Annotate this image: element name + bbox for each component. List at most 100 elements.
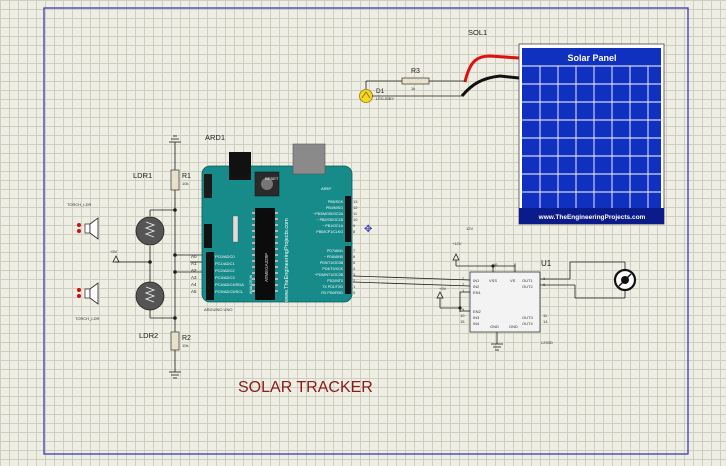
gnd2-label: GND bbox=[509, 324, 518, 329]
crystal bbox=[232, 215, 239, 243]
torch-top-head bbox=[89, 217, 99, 240]
solar-cells bbox=[522, 48, 661, 208]
arduino-model: ARDUINO UNO bbox=[204, 307, 232, 312]
adc0-name: PC0/ADC0 bbox=[215, 254, 235, 259]
d12-num: 12 bbox=[353, 205, 358, 210]
d7-num: 7 bbox=[353, 248, 356, 253]
led-ref: D1 bbox=[376, 88, 385, 95]
ldr2-ref: LDR2 bbox=[139, 331, 158, 340]
r3-value: 1k bbox=[411, 86, 415, 91]
ldr2-body bbox=[135, 281, 165, 311]
power-5v-left: +5V bbox=[110, 249, 120, 263]
schematic-title: SOLAR TRACKER bbox=[238, 379, 373, 396]
in1-label: IN1 bbox=[473, 278, 480, 283]
header-analog bbox=[206, 252, 214, 300]
led-d1[interactable]: D1 LED-BIBY bbox=[359, 88, 395, 103]
ldr1-body bbox=[135, 216, 165, 246]
plus5v-mid: +5V bbox=[439, 286, 447, 291]
adc2-name: PC2/ADC2 bbox=[215, 268, 235, 273]
in2-label: IN2 bbox=[473, 284, 480, 289]
arduino-reset-label: RESET bbox=[265, 176, 279, 181]
arduino-uno[interactable]: ARD1 RESET AREF bbox=[201, 133, 353, 312]
solar-panel[interactable]: SOL1 Solar Panel www.TheEngineeringProje… bbox=[460, 28, 665, 225]
r2-body bbox=[170, 331, 180, 351]
solar-label: Solar Panel bbox=[567, 53, 616, 63]
en2-num: 9 bbox=[462, 307, 465, 312]
sheet-border bbox=[43, 7, 689, 455]
d3-num: 3 bbox=[353, 272, 356, 277]
adc4-name: PC4/ADC4/SDA bbox=[215, 282, 244, 287]
arduino-ref: ARD1 bbox=[205, 133, 225, 142]
atmega-pins bbox=[252, 212, 278, 292]
vs-num: 8 bbox=[514, 262, 517, 267]
d5-name: PD5/T1/OC0B bbox=[320, 261, 344, 265]
a0-pin: A0 bbox=[191, 254, 197, 259]
junction-dots bbox=[148, 208, 177, 320]
resistor-r2[interactable]: R2 10k bbox=[170, 331, 191, 351]
header-left-top bbox=[204, 224, 212, 248]
d7-name: PD7/AIN1 bbox=[327, 249, 343, 253]
torch-top-label: TORCH_LDR bbox=[67, 202, 91, 207]
l293d-driver[interactable]: U1 IN1 IN2 EN1 EN2 IN3 IN4 2 7 1 9 10 15… bbox=[460, 259, 553, 345]
ldr2-zigzag bbox=[144, 286, 156, 303]
in3-num: 10 bbox=[460, 313, 465, 318]
motor-line bbox=[618, 273, 632, 287]
torch-top-dot-1 bbox=[77, 223, 81, 227]
analog-in-label: ANALOG IN bbox=[249, 274, 253, 294]
d11-num: 11 bbox=[353, 211, 358, 216]
in4-label: IN4 bbox=[473, 321, 480, 326]
d8-num: 8 bbox=[353, 229, 356, 234]
torch-bottom-label: TORCH_LDR bbox=[75, 316, 99, 321]
net12v-label: 12V bbox=[466, 226, 473, 231]
solar-grid bbox=[522, 65, 661, 208]
torch-bottom[interactable]: TORCH_LDR bbox=[75, 282, 99, 321]
torch-top[interactable]: TORCH_LDR bbox=[67, 202, 99, 240]
ldr2[interactable]: LDR2 bbox=[135, 281, 165, 340]
d9-num: 9 bbox=[353, 223, 356, 228]
r2-value: 10k bbox=[182, 343, 188, 348]
d4-num: 4 bbox=[353, 266, 356, 271]
header-digital-top bbox=[345, 196, 351, 242]
led-icon bbox=[361, 91, 371, 99]
d9-name: ~ PB1/OC1A bbox=[322, 224, 343, 228]
d1-name: TX PD1/TXD bbox=[322, 285, 343, 289]
r3-body bbox=[401, 77, 430, 85]
torch-bottom-dot-2 bbox=[77, 294, 81, 298]
dc-motor[interactable] bbox=[613, 268, 637, 292]
d12-name: PB4/MISO bbox=[326, 206, 343, 210]
d10-name: ~ PB2/SS/OC1B bbox=[317, 218, 344, 222]
power-jack bbox=[229, 152, 251, 180]
a1-pin: A1 bbox=[191, 261, 197, 266]
vss-num: 16 bbox=[493, 262, 498, 267]
ldr1[interactable]: LDR1 bbox=[133, 171, 165, 246]
vss-label: VSS bbox=[489, 278, 497, 283]
d13-num: 13 bbox=[353, 199, 358, 204]
d8-name: PB0/ICP1/CLKO bbox=[316, 230, 343, 234]
led-wires bbox=[365, 80, 465, 97]
resistor-r3[interactable]: R3 1k bbox=[401, 68, 430, 91]
arduino-board bbox=[201, 165, 353, 303]
d6-name: ~ PD6/AIN0 bbox=[324, 255, 343, 259]
solar-ref: SOL1 bbox=[468, 28, 487, 37]
atmega-label: ATMEGA328P bbox=[264, 253, 269, 282]
out3-label: OUT3 bbox=[522, 315, 533, 320]
in4-num: 15 bbox=[460, 319, 465, 324]
d1-num: 1 bbox=[353, 284, 356, 289]
r3-ref: R3 bbox=[411, 68, 420, 75]
digital-pins: PB5/SCK PB4/MISO ~PB3/MOSI/OC2A ~ PB2/SS… bbox=[313, 199, 358, 295]
torch-bottom-head bbox=[89, 282, 99, 305]
power-12v-arrow bbox=[452, 253, 460, 261]
torch-bottom-base bbox=[84, 288, 91, 299]
power-12v: +12V 12V bbox=[452, 226, 473, 261]
d6-num: 6 bbox=[353, 254, 356, 259]
led-part: LED-BIBY bbox=[376, 96, 395, 101]
atmega-chip bbox=[255, 208, 275, 300]
resistor-r1[interactable]: R1 10k bbox=[170, 169, 191, 191]
d3-name: ~PD3/INT1/OC2B bbox=[314, 273, 343, 277]
ground-bottom bbox=[169, 371, 181, 379]
analog-pins: A0 A1 A2 A3 A4 A5 PC0/ADC0 PC1/ADC1 PC2/… bbox=[191, 254, 244, 294]
a3-pin: A3 bbox=[191, 275, 197, 280]
adc5-name: PC5/ADC5/SCL bbox=[215, 289, 244, 294]
out1-num: 3 bbox=[543, 276, 546, 281]
